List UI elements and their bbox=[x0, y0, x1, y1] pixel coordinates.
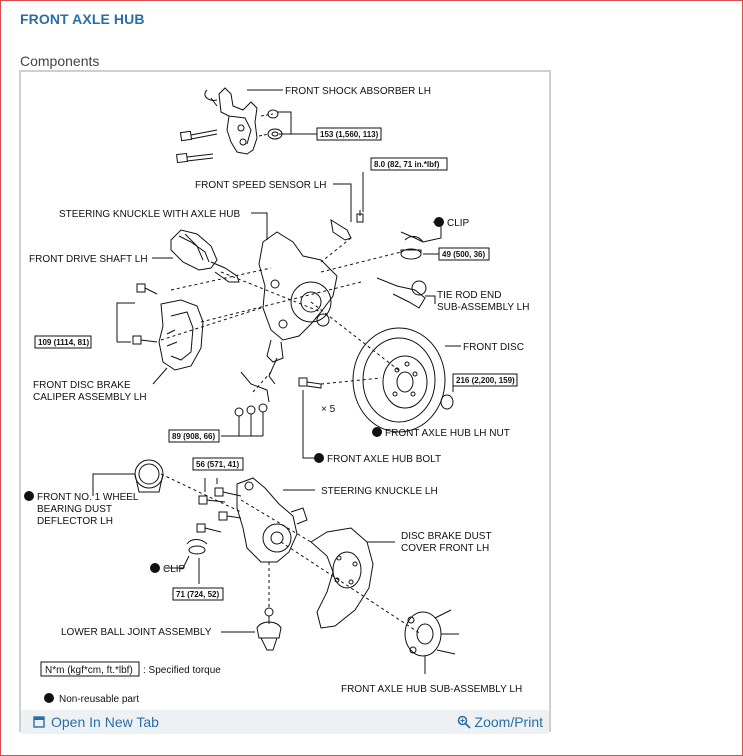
front-disc-drawing bbox=[352, 327, 446, 433]
figure-footer: Open In New Tab Zoom/Print bbox=[21, 710, 549, 734]
zoom-print-label: Zoom/Print bbox=[474, 714, 543, 730]
label-front-disc: FRONT DISC bbox=[463, 342, 524, 353]
legend-nonreusable: Non-reusable part bbox=[59, 694, 139, 705]
label-speed-sensor: FRONT SPEED SENSOR LH bbox=[195, 180, 327, 191]
label-shock-absorber: FRONT SHOCK ABSORBER LH bbox=[285, 86, 431, 97]
drive-shaft-drawing bbox=[170, 229, 240, 283]
label-deflector-3: DEFLECTOR LH bbox=[37, 516, 113, 527]
torque-71: 71 (724, 52) bbox=[176, 590, 219, 599]
non-reusable-markers bbox=[24, 217, 444, 703]
label-caliper-1: FRONT DISC BRAKE bbox=[33, 380, 131, 391]
label-steering-knuckle-hub: STEERING KNUCKLE WITH AXLE HUB bbox=[59, 209, 240, 220]
label-hub-nut: FRONT AXLE HUB LH NUT bbox=[385, 428, 510, 439]
knuckle-hub-drawing bbox=[258, 231, 338, 385]
lower-ball-joint-drawing bbox=[256, 607, 282, 651]
steering-knuckle-drawing bbox=[236, 477, 308, 563]
shock-absorber-drawing bbox=[176, 87, 283, 164]
label-clip-bottom: CLIP bbox=[163, 564, 186, 575]
label-dust-cover-1: DISC BRAKE DUST bbox=[401, 531, 492, 542]
clip-bottom-drawing bbox=[186, 539, 208, 555]
non-reusable-icon bbox=[434, 217, 444, 227]
magnifier-icon bbox=[457, 715, 471, 729]
legend: N*m (kgf*cm, ft.*lbf) : Specified torque… bbox=[40, 661, 221, 705]
non-reusable-icon bbox=[24, 491, 34, 501]
hub-nut-drawing bbox=[440, 394, 454, 410]
open-in-new-tab-link[interactable]: Open In New Tab bbox=[33, 714, 159, 730]
assembly-axes bbox=[160, 237, 422, 635]
label-drive-shaft: FRONT DRIVE SHAFT LH bbox=[29, 254, 148, 265]
open-in-new-tab-label: Open In New Tab bbox=[51, 714, 159, 730]
torque-56: 56 (571, 41) bbox=[196, 460, 239, 469]
label-steering-knuckle: STEERING KNUCKLE LH bbox=[321, 486, 438, 497]
label-deflector-2: BEARING DUST bbox=[37, 504, 112, 515]
torque-8: 8.0 (82, 71 in.*lbf) bbox=[374, 160, 440, 169]
components-diagram[interactable]: 153 (1,560, 113) 8.0 (82, 71 in.*lbf) 49… bbox=[19, 70, 551, 732]
zoom-print-link[interactable]: Zoom/Print bbox=[457, 714, 543, 730]
torque-49: 49 (500, 36) bbox=[442, 250, 485, 259]
legend-torque-unit: N*m (kgf*cm, ft.*lbf) bbox=[45, 665, 133, 676]
non-reusable-icon bbox=[150, 563, 160, 573]
label-x5: × 5 bbox=[321, 404, 336, 415]
torque-89: 89 (908, 66) bbox=[172, 432, 215, 441]
hub-bolt-drawing bbox=[298, 377, 322, 389]
page-title: FRONT AXLE HUB bbox=[20, 11, 145, 27]
label-hub-bolt: FRONT AXLE HUB BOLT bbox=[327, 454, 441, 465]
non-reusable-icon bbox=[372, 427, 382, 437]
label-lower-ball-joint: LOWER BALL JOINT ASSEMBLY bbox=[61, 627, 212, 638]
caliper-drawing bbox=[132, 283, 204, 371]
section-subtitle: Components bbox=[20, 53, 100, 69]
exploded-view-svg: 153 (1,560, 113) 8.0 (82, 71 in.*lbf) 49… bbox=[24, 86, 529, 705]
clip-tierod-drawing bbox=[376, 231, 427, 309]
dust-cover-drawing bbox=[310, 527, 374, 629]
lower-bolts-drawing bbox=[234, 371, 270, 417]
dust-deflector-drawing bbox=[134, 459, 164, 493]
label-clip-top: CLIP bbox=[447, 218, 470, 229]
legend-torque-desc: : Specified torque bbox=[143, 665, 221, 676]
hub-sub-assembly-drawing bbox=[404, 609, 459, 674]
speed-sensor-drawing bbox=[330, 210, 364, 241]
label-tie-rod-2: SUB-ASSEMBLY LH bbox=[437, 302, 529, 313]
torque-109: 109 (1114, 81) bbox=[38, 338, 89, 347]
open-tab-icon bbox=[33, 716, 45, 728]
torque-153: 153 (1,560, 113) bbox=[320, 130, 379, 139]
non-reusable-icon bbox=[314, 453, 324, 463]
label-caliper-2: CALIPER ASSEMBLY LH bbox=[33, 392, 147, 403]
label-dust-cover-2: COVER FRONT LH bbox=[401, 543, 489, 554]
non-reusable-icon bbox=[44, 693, 54, 703]
component-labels: FRONT SHOCK ABSORBER LH FRONT SPEED SENS… bbox=[29, 86, 529, 695]
torque-216: 216 (2,200, 159) bbox=[456, 376, 515, 385]
torque-boxes: 153 (1,560, 113) 8.0 (82, 71 in.*lbf) 49… bbox=[34, 127, 518, 601]
label-tie-rod-1: TIE ROD END bbox=[437, 290, 501, 301]
label-deflector-1: FRONT NO. 1 WHEEL bbox=[37, 492, 139, 503]
knuckle-bolts-drawing bbox=[196, 487, 242, 533]
label-hub-sub-assembly: FRONT AXLE HUB SUB-ASSEMBLY LH bbox=[341, 684, 522, 695]
